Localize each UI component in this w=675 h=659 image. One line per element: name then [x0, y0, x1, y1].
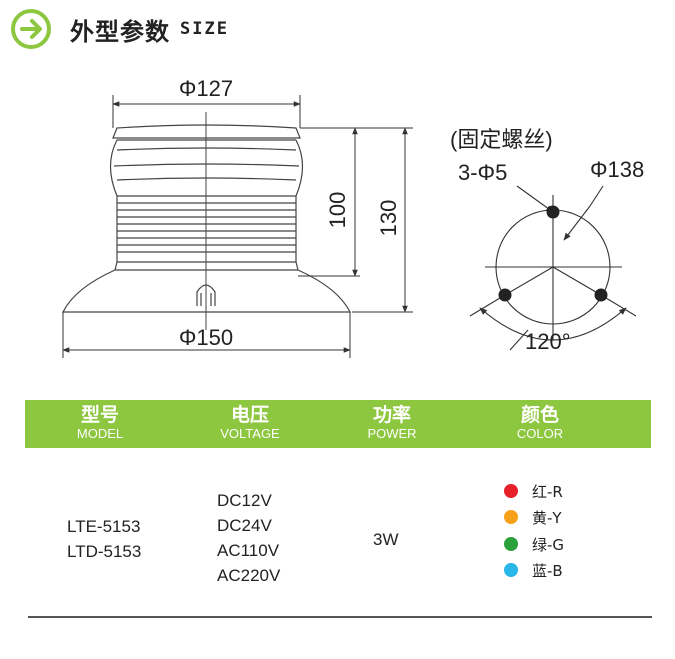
color-option-green: 绿-G [504, 533, 564, 555]
dim-top-diameter [112, 95, 301, 128]
red-dot-icon [504, 484, 518, 498]
dim-inner-height-label: 100 [325, 192, 350, 229]
dim-top-diameter-label: Φ127 [179, 76, 233, 101]
color-option-blue: 蓝-B [504, 559, 563, 581]
color-option-yellow: 黄-Y [504, 506, 562, 528]
section-header: 外型参数 SIZE [10, 6, 229, 52]
color-option-red: 红-R [504, 480, 563, 502]
dim-base-diameter-label: Φ150 [179, 325, 233, 350]
voltage-value: AC220V [217, 566, 281, 585]
dim-total-height-label: 130 [376, 200, 401, 237]
voltage-value: AC110V [217, 541, 280, 560]
mount-note: (固定螺丝) [450, 127, 553, 152]
voltage-cell: DC12V DC24V AC110V AC220V [217, 488, 280, 588]
model-cell: LTE-5153 LTD-5153 [67, 514, 141, 564]
model-value: LTE-5153 [67, 517, 141, 536]
table-bottom-divider [28, 616, 652, 618]
mount-diameter-label: Φ138 [590, 157, 644, 182]
power-value: 3W [373, 530, 399, 549]
voltage-value: DC24V [217, 516, 272, 535]
dimension-drawing: Φ127 Φ150 100 130 (固定螺丝) 3-Φ5 [62, 76, 644, 358]
header-model: 型号 MODEL [76, 404, 124, 441]
table-header: 型号 MODEL 电压 VOLTAGE 功率 POWER 颜色 COLOR [25, 400, 651, 448]
dim-base-diameter [62, 312, 351, 358]
dim-heights [298, 127, 413, 313]
header-voltage: 电压 VOLTAGE [220, 404, 280, 441]
header-power: 功率 POWER [367, 404, 417, 441]
light-side-view [62, 112, 351, 330]
voltage-value: DC12V [217, 491, 272, 510]
header-color: 颜色 COLOR [516, 404, 564, 441]
blue-dot-icon [504, 563, 518, 577]
screw-holes [498, 205, 608, 302]
yellow-dot-icon [504, 510, 518, 524]
screw-spec-label: 3-Φ5 [458, 160, 507, 185]
green-dot-icon [504, 537, 518, 551]
model-value: LTD-5153 [67, 542, 142, 561]
angle-label: 120° [525, 329, 571, 354]
section-subtitle: SIZE [180, 19, 229, 39]
power-cell: 3W [373, 527, 399, 552]
arrow-right-circle-icon [11, 9, 51, 49]
section-title: 外型参数 [70, 17, 170, 46]
mounting-top-view [469, 185, 637, 351]
